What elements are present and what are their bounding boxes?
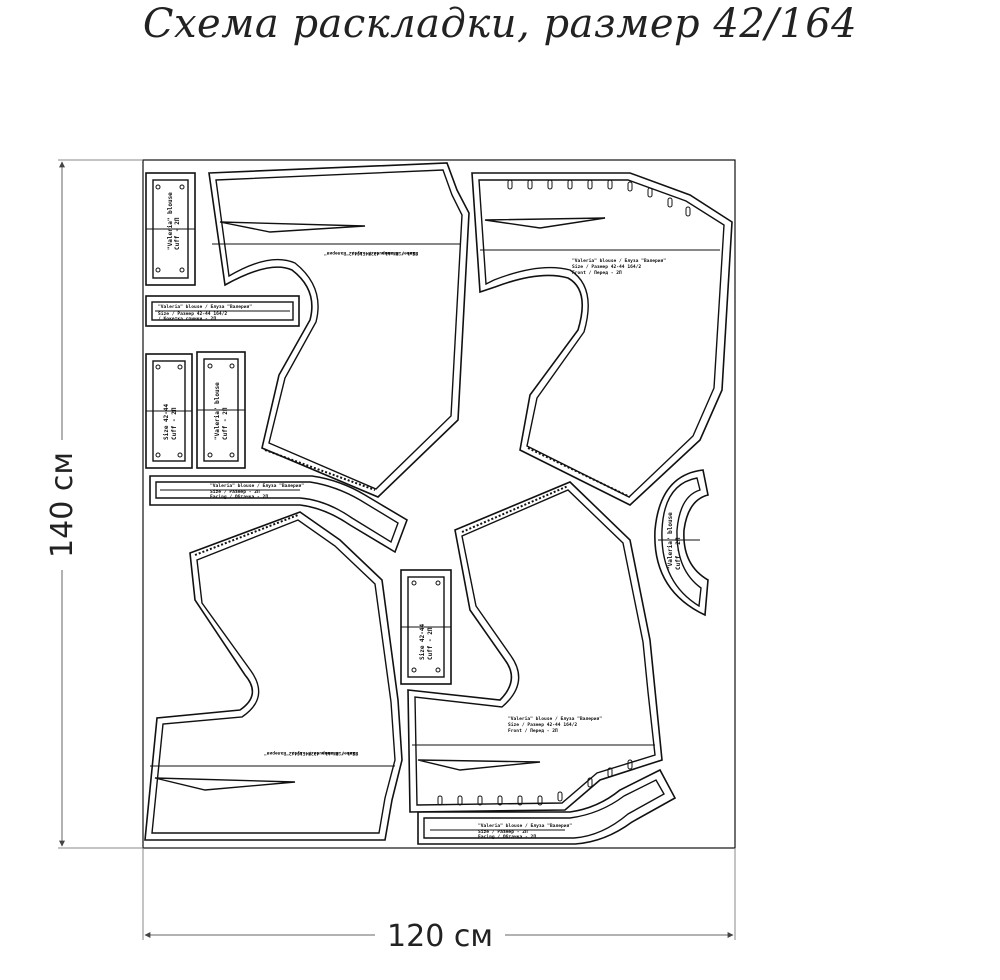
svg-text:Size 42-44: Size 42-44 <box>419 623 426 660</box>
svg-text:Cuff - 2П: Cuff - 2П <box>171 407 178 440</box>
small-piece-mid-left-1: Size 42-44 Cuff - 2П <box>145 353 193 469</box>
svg-text:Size / Размер 42-44 164/2: Size / Размер 42-44 164/2 <box>289 750 358 756</box>
band-piece-top: "Valeria" blouse / Блуза "Валерия" Size … <box>145 295 300 327</box>
front-piece-top: "Valeria" blouse / Блуза "Валерия" Size … <box>471 172 733 506</box>
svg-text:Front / Перед - 2П: Front / Перед - 2П <box>572 270 622 276</box>
svg-text:"Valeria" blouse / Блуза "Вале: "Valeria" blouse / Блуза "Валерия" <box>264 750 358 756</box>
svg-text:Size 42-44: Size 42-44 <box>163 403 170 440</box>
svg-text:/ Кокетка спинки - 2П: / Кокетка спинки - 2П <box>158 316 216 322</box>
svg-text:Size / Размер - 2П: Size / Размер - 2П <box>478 829 528 835</box>
svg-text:Facing / Обтачка - 2П: Facing / Обтачка - 2П <box>210 493 268 500</box>
front-piece-bottom: "Valeria" blouse / Блуза "Валерия" Size … <box>407 481 663 813</box>
svg-text:"Valeria" blouse / Блуза "Вале: "Valeria" blouse / Блуза "Валерия" <box>572 258 666 264</box>
height-dimension: 140 см <box>45 159 143 849</box>
svg-text:Size / Размер 42-44 164/2: Size / Размер 42-44 164/2 <box>349 250 418 256</box>
buttonholes-bottom <box>437 759 633 806</box>
back-piece-bottom: "Valeria" blouse / Блуза "Валерия" Size … <box>144 511 403 841</box>
svg-text:Cuff - 2П: Cuff - 2П <box>427 627 434 660</box>
svg-text:"Valeria" blouse / Блуза "Вале: "Valeria" blouse / Блуза "Валерия" <box>158 304 252 310</box>
height-label: 140 см <box>45 452 80 558</box>
svg-text:Cuff - 2П: Cuff - 2П <box>222 407 229 440</box>
svg-text:"Valeria" blouse / Блуза "Вале: "Valeria" blouse / Блуза "Валерия" <box>508 716 602 722</box>
svg-text:"Valeria" blouse / Блуза "Вале: "Valeria" blouse / Блуза "Валерия" <box>210 483 304 489</box>
svg-text:Facing / Обтачка - 2П: Facing / Обтачка - 2П <box>478 833 536 840</box>
band-piece-curved-bottom: "Valeria" blouse / Блуза "Валерия" Size … <box>417 768 677 845</box>
width-dimension: 120 см <box>142 848 736 954</box>
svg-text:Cuff - 2П: Cuff - 2П <box>174 217 181 250</box>
small-piece-center: Size 42-44 Cuff - 2П <box>400 569 452 685</box>
svg-text:"Valeria" blouse: "Valeria" blouse <box>214 382 221 440</box>
svg-text:Cuff - 2П: Cuff - 2П <box>675 537 682 570</box>
back-piece-top: "Valeria" blouse / Блуза "Валерия" Size … <box>208 162 470 498</box>
svg-text:"Valeria" blouse: "Valeria" blouse <box>667 512 674 570</box>
svg-text:Back / Спинка - 2П: Back / Спинка - 2П <box>368 250 418 256</box>
width-label: 120 см <box>387 919 493 954</box>
svg-text:Back / Спинка - 2П: Back / Спинка - 2П <box>308 750 358 756</box>
svg-text:Front / Перед - 2П: Front / Перед - 2П <box>508 728 558 734</box>
svg-text:Size / Размер 42-44 164/2: Size / Размер 42-44 164/2 <box>508 722 577 728</box>
svg-text:"Valeria" blouse / Блуза "Вале: "Valeria" blouse / Блуза "Валерия" <box>478 823 572 829</box>
svg-text:"Valeria" blouse / Блуза "Вале: "Valeria" blouse / Блуза "Валерия" <box>324 250 418 256</box>
small-piece-top-left: "Valeria" blouse Cuff - 2П <box>145 172 196 286</box>
small-piece-mid-left-2: "Valeria" blouse Cuff - 2П <box>196 351 246 469</box>
buttonholes-top <box>507 179 691 217</box>
band-piece-curved-left: "Valeria" blouse / Блуза "Валерия" Size … <box>149 475 408 554</box>
neck-facing-piece: "Valeria" blouse Cuff - 2П <box>654 469 709 617</box>
layout-title: Схема раскладки, размер 42/164 <box>142 1 858 47</box>
svg-text:Size / Размер - 2П: Size / Размер - 2П <box>210 489 260 495</box>
svg-text:"Valeria" blouse: "Valeria" blouse <box>167 192 174 250</box>
svg-text:Size / Размер 42-44 164/2: Size / Размер 42-44 164/2 <box>158 311 227 317</box>
svg-text:Size / Размер 42-44 164/2: Size / Размер 42-44 164/2 <box>572 264 641 270</box>
